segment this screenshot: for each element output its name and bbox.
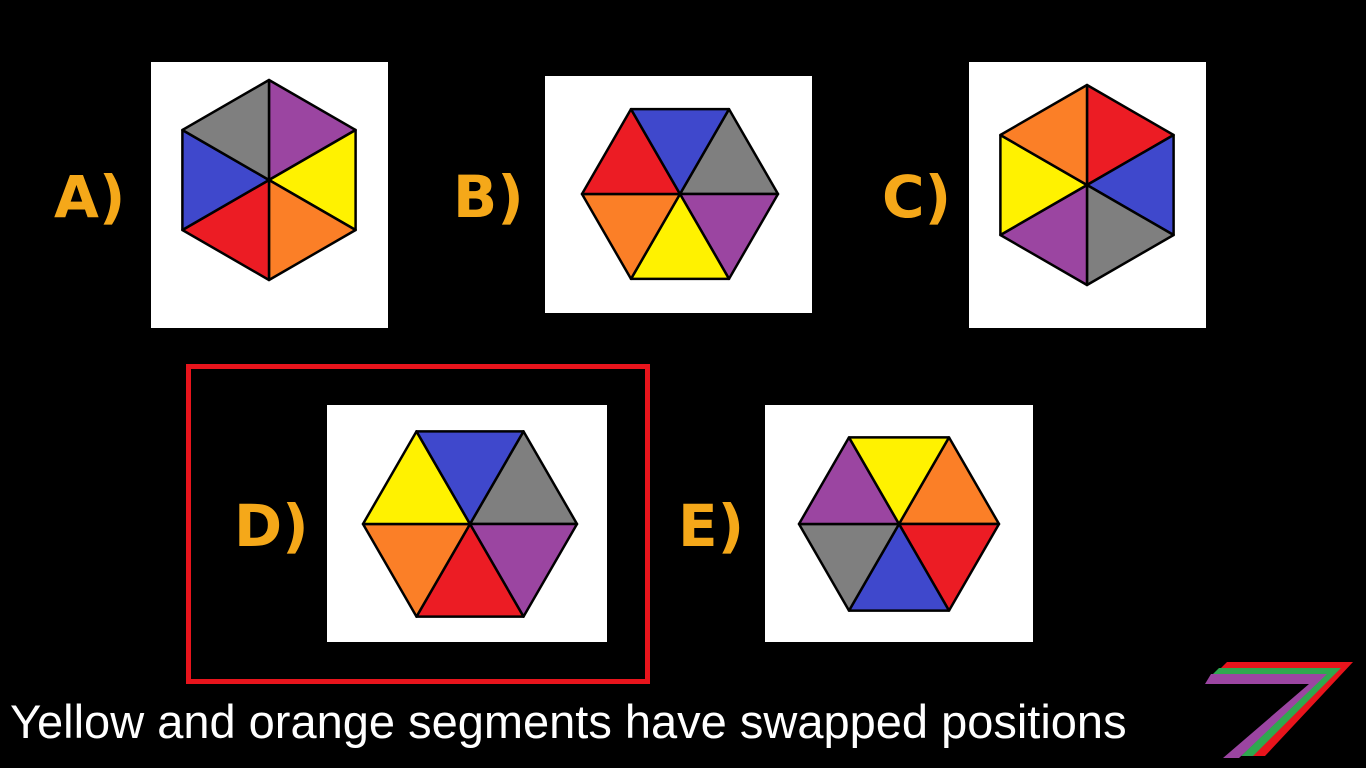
correct-answer-highlight bbox=[186, 364, 650, 684]
option-b-segment-blue bbox=[629, 107, 731, 196]
option-c-hexagon bbox=[999, 83, 1175, 287]
option-b-hexagon bbox=[580, 107, 780, 281]
option-c-card[interactable] bbox=[969, 62, 1206, 328]
option-a-label: A) bbox=[54, 163, 126, 231]
stylized-seven-logo-icon bbox=[1205, 662, 1353, 758]
option-a-segment-gray bbox=[181, 78, 271, 182]
option-e-segment-yellow bbox=[847, 436, 951, 526]
explanation-caption: Yellow and orange segments have swapped … bbox=[10, 695, 1127, 748]
option-b-card[interactable] bbox=[545, 76, 812, 313]
option-e-hexagon bbox=[797, 436, 1001, 612]
option-e-label: E) bbox=[678, 492, 745, 560]
option-d-label: D) bbox=[234, 492, 309, 560]
option-d-segment-blue bbox=[415, 430, 525, 526]
option-c-segment-orange bbox=[999, 83, 1089, 187]
option-a-hexagon bbox=[181, 78, 357, 282]
option-e-card[interactable] bbox=[765, 405, 1033, 642]
option-a-card[interactable] bbox=[151, 62, 388, 328]
option-b-label: B) bbox=[453, 163, 524, 231]
logo-purple-stroke bbox=[1205, 674, 1327, 758]
option-d-card[interactable] bbox=[327, 405, 607, 642]
option-d-hexagon bbox=[361, 430, 579, 618]
option-c-label: C) bbox=[882, 163, 952, 231]
